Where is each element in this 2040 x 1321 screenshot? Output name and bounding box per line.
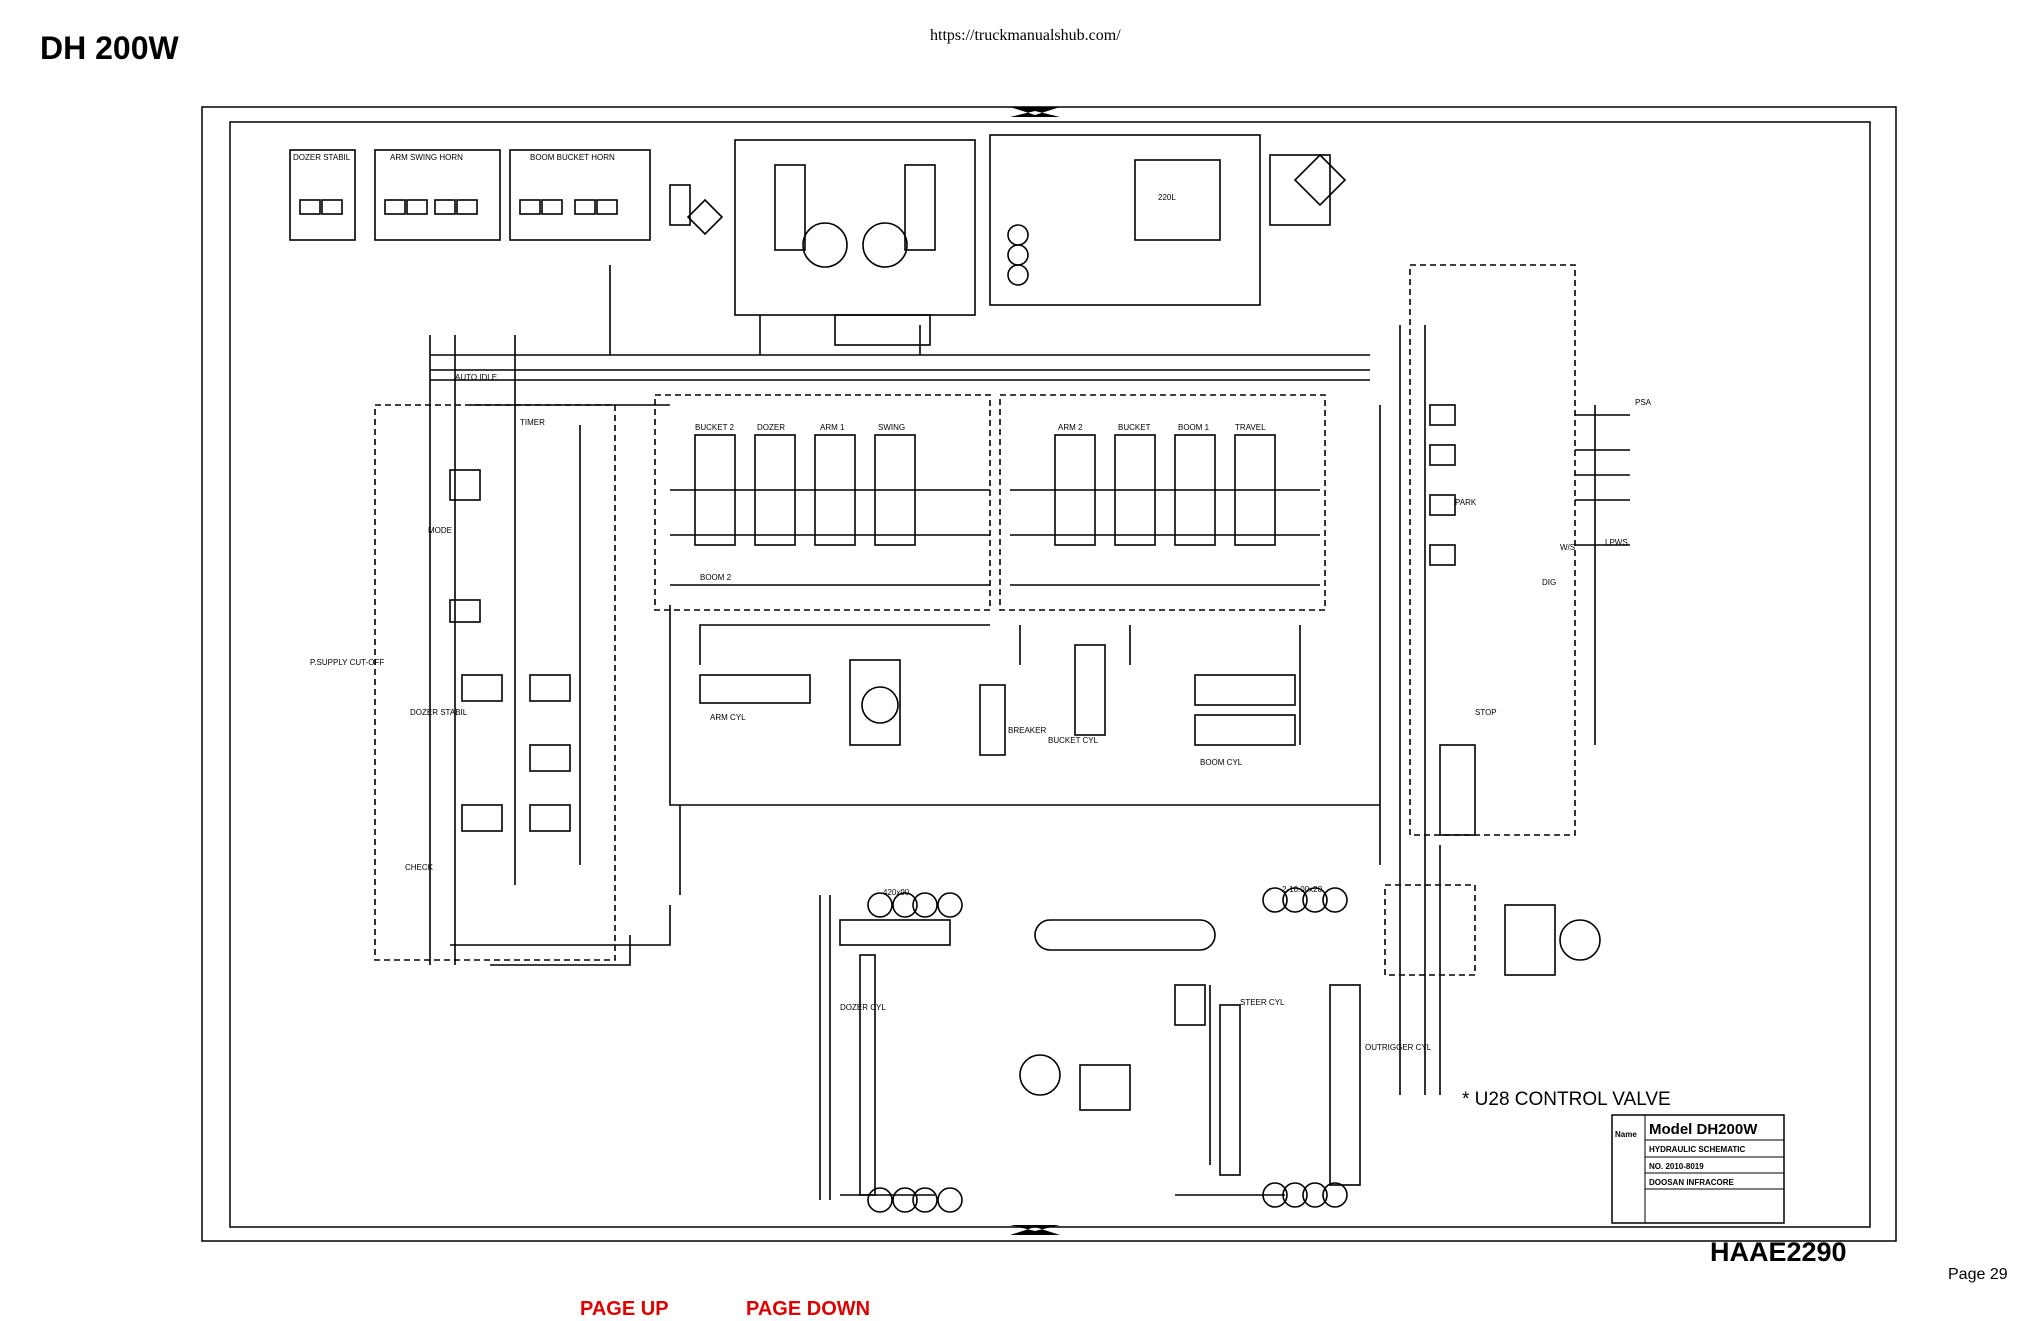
boom-cylinder-2 [1194,714,1296,746]
boom-cylinder-1 [1194,674,1296,706]
pilot-block-arm-swing [374,149,501,241]
label-psa: PSA [1635,398,1652,407]
label-spool-5: ARM 2 [1058,423,1083,432]
control-valve-right [999,394,1326,611]
tank-circuit [989,134,1261,306]
label-mode: MODE [428,526,452,535]
priority-valve [1384,884,1476,976]
label-auto-idle: AUTO IDLE [455,373,497,382]
label-tyre-2: 2-10.00x20 [1282,885,1323,894]
label-dig: DIG [1542,578,1556,587]
oil-cooler [1293,153,1347,207]
pilot-block-dozer [289,149,356,241]
wheels [867,887,1348,1213]
steering-unit [1504,904,1556,976]
label-pilot-block-1: DOZER STABIL [293,153,351,162]
label-stop: STOP [1475,708,1497,717]
label-spool-8: TRAVEL [1235,423,1266,432]
label-park: PARK [1455,498,1477,507]
label-tyre-1: 420x90 [883,888,910,897]
label-dozer-stabil: DOZER STABIL [410,708,468,717]
hydraulic-tank [1134,159,1221,241]
page-up-link[interactable]: PAGE UP [580,1298,669,1320]
label-pilot-block-2: ARM SWING HORN [390,153,463,162]
label-arm-cyl: ARM CYL [710,713,746,722]
hydraulic-schematic: DOZER STABIL ARM SWING HORN BOOM BUCKET … [201,106,1897,1242]
source-url: https://truckmanualshub.com/ [930,27,1121,44]
brake-valve [1439,744,1476,836]
label-timer: TIMER [520,418,545,427]
label-bucket-cyl: BUCKET CYL [1048,736,1099,745]
gallery-lines [670,489,1320,586]
bucket-cylinder [1074,644,1106,736]
steer-cylinder [1219,1004,1241,1176]
title-block-number: NO. 2010-8019 [1649,1162,1704,1171]
title-block-name-label: Name [1615,1130,1637,1139]
label-dozer-cyl: DOZER CYL [840,1003,886,1012]
label-check: CHECK [405,863,434,872]
pump-group [734,139,976,316]
title-block-model: Model DH200W [1649,1121,1758,1138]
label-boom2: BOOM 2 [700,573,732,582]
figure-code: HAAE2290 [1710,1237,1847,1267]
steering-wheel [1559,919,1601,961]
label-tank: 220L [1158,193,1176,202]
label-spool-7: BOOM 1 [1178,423,1210,432]
pilot-supply-lines [430,354,1370,406]
title-block-drawing: HYDRAULIC SCHEMATIC [1649,1145,1746,1154]
label-boom-cyl: BOOM CYL [1200,758,1243,767]
page-down-link[interactable]: PAGE DOWN [746,1298,871,1320]
pilot-block-boom-bucket [509,149,651,241]
pilot-valves [299,199,618,215]
swing-motor [861,686,899,724]
travel-steer-block [1409,264,1576,836]
label-pilot-block-3: BOOM BUCKET HORN [530,153,615,162]
title-block-company: DOOSAN INFRACORE [1649,1178,1735,1187]
label-spool-1: BUCKET 2 [695,423,735,432]
label-lpws: LPWS [1605,538,1628,547]
control-valve-left [654,394,991,611]
center-mark-top [1010,107,1060,117]
control-valve-note: * U28 CONTROL VALVE [1462,1089,1671,1110]
document-title: DH 200W [40,30,179,66]
pressure-switch-lines [1575,414,1630,546]
label-spool-6: BUCKET [1118,423,1151,432]
label-outrigger-cyl: OUTRIGGER CYL [1365,1043,1432,1052]
label-spool-3: ARM 1 [820,423,845,432]
page-number: Page 29 [1948,1266,2008,1283]
dozer-cylinder [859,954,876,1196]
label-spool-2: DOZER [757,423,785,432]
arm-cylinder [699,674,811,704]
schematic-labels: DOZER STABIL ARM SWING HORN BOOM BUCKET … [293,153,1652,1052]
label-spool-4: SWING [878,423,905,432]
return-filter [686,198,724,236]
travel-motor [1019,1054,1061,1096]
label-ws: W/S [1560,543,1575,552]
auto-idle-block [834,314,931,346]
outer-frame [201,106,1897,1242]
label-p-supply: P.SUPPLY CUT-OFF [310,658,384,667]
swivel-joint [1034,919,1216,951]
main-pump-2 [862,222,908,268]
main-pump-1 [802,222,848,268]
center-mark-bottom [1010,1225,1060,1235]
breaker-unit [979,684,1006,756]
label-breaker: BREAKER [1008,726,1046,735]
outrigger-cylinder [1329,984,1361,1186]
title-block: Name Model DH200W HYDRAULIC SCHEMATIC NO… [1611,1114,1785,1224]
solenoid-valve-bank [374,404,616,961]
label-steer-cyl: STEER CYL [1240,998,1285,1007]
